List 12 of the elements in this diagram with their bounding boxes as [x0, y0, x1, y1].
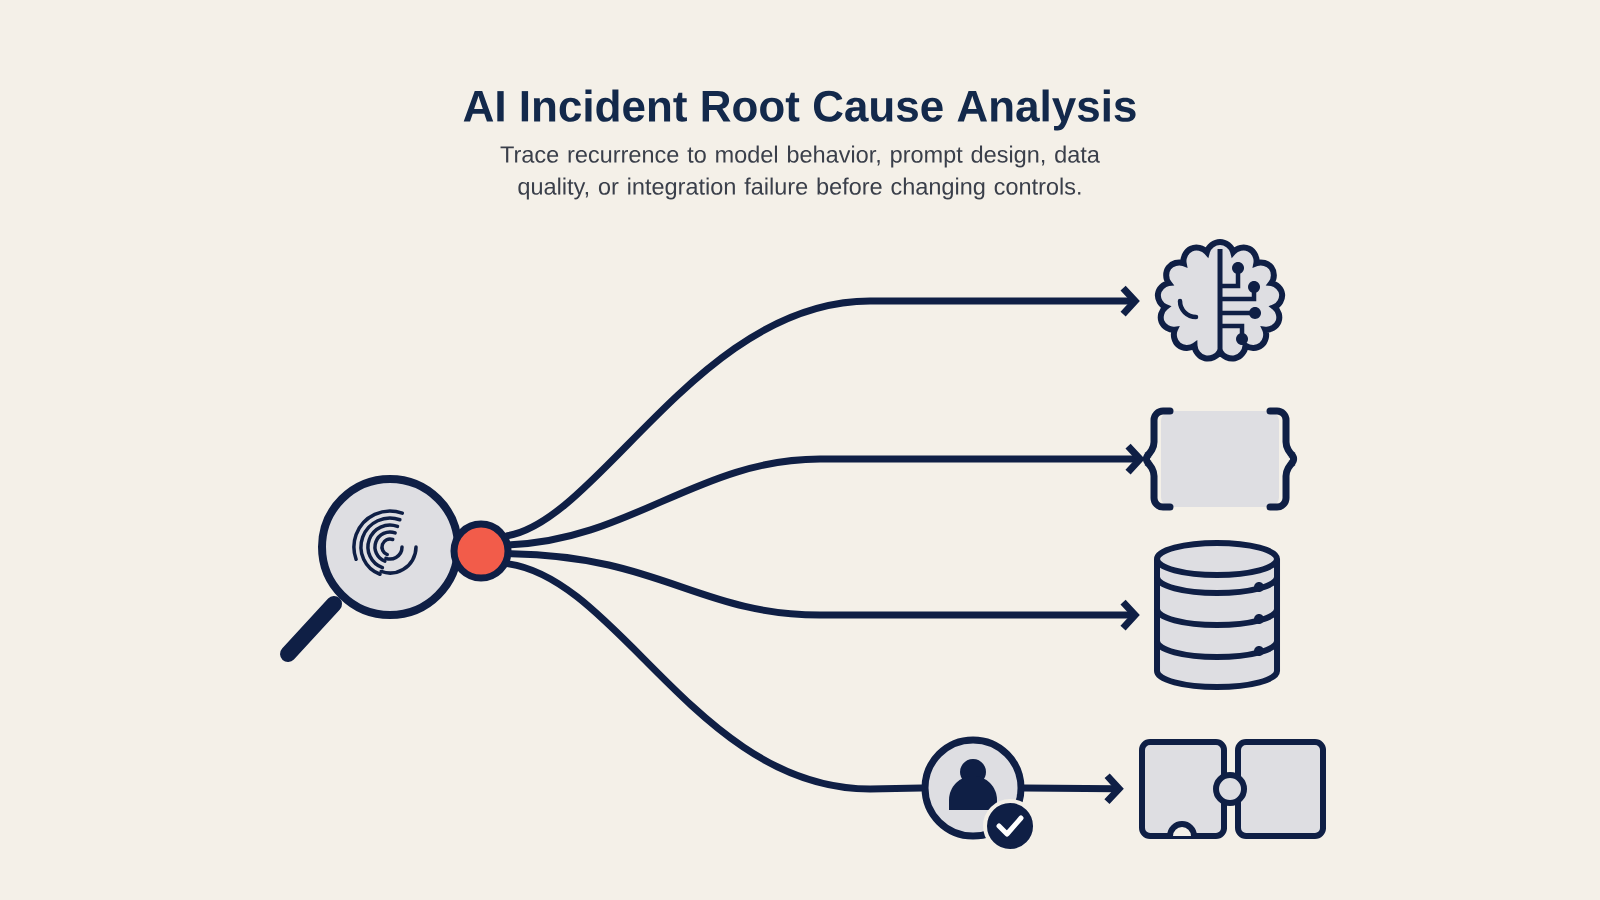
arrow — [503, 285, 1140, 540]
title: AI Incident Root Cause Analysis — [463, 89, 1136, 131]
braces-icon — [1142, 407, 1298, 511]
subtitle: Trace recurrence to model behavior, prompt design, data quality, or integration failure before changing controls. — [500, 145, 1100, 200]
brain-icon — [1154, 239, 1286, 362]
magnifier-drawing — [280, 475, 462, 662]
person-check-icon — [921, 736, 1037, 853]
arrow — [507, 443, 1145, 549]
puzzle-icon — [1139, 739, 1326, 839]
database-icon — [1154, 540, 1280, 690]
arrow — [1021, 773, 1124, 805]
junction-dot — [450, 520, 512, 582]
